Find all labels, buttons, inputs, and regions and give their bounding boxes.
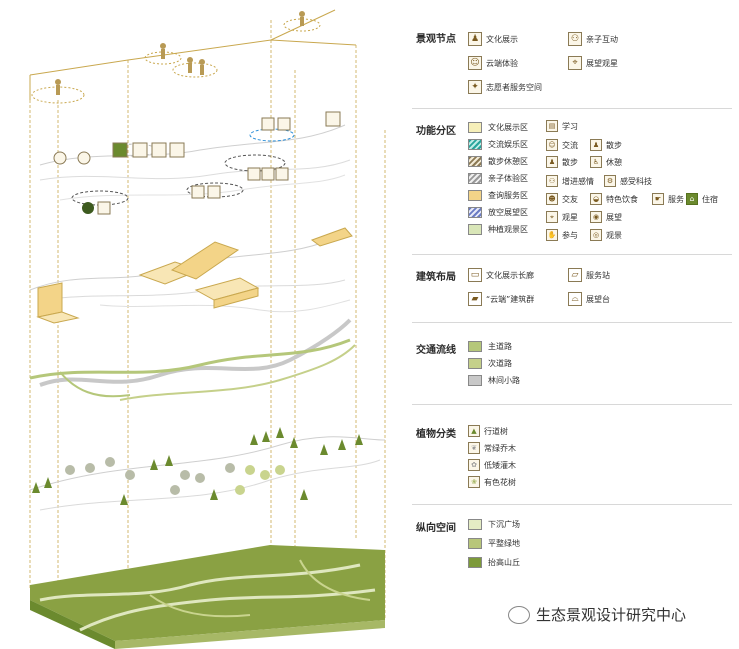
street-tree-icon: ▲	[468, 425, 480, 437]
book-icon: ▤	[546, 120, 558, 132]
traffic-swatch	[468, 358, 482, 369]
legend-activity-item: ⌂住宿	[686, 193, 718, 205]
zone-swatch	[468, 173, 482, 184]
legend-plants-title: 植物分类	[416, 429, 456, 440]
shrub-icon: ✿	[468, 459, 480, 471]
traffic-swatch	[468, 375, 482, 386]
legend-vertical-title: 纵向空间	[416, 523, 456, 534]
scenery-icon: ◎	[590, 229, 602, 241]
vertical-guide-lines	[29, 20, 386, 620]
wechat-icon	[508, 605, 530, 624]
layer-buildings	[29, 227, 353, 324]
evergreen-tree-icon: ❦	[468, 442, 480, 454]
layer-plants	[29, 427, 386, 511]
dining-icon: ◒	[590, 193, 602, 205]
legend-zone-item: 查询服务区	[468, 190, 528, 201]
legend-plant-item: ▲行道树	[468, 425, 508, 437]
legend-activity-item: ☺交流	[546, 139, 578, 151]
legend-activity-item: ☛服务	[652, 193, 684, 205]
observation-deck-icon: ⌓	[568, 292, 582, 306]
walker-icon: ♟	[590, 139, 602, 151]
legend-zone-item: 文化展示区	[468, 122, 528, 133]
zone-swatch	[468, 207, 482, 218]
vertical-swatch	[468, 519, 482, 530]
layer-circulation	[29, 318, 356, 401]
people-icon: ☺	[546, 139, 558, 151]
zone-swatch	[468, 224, 482, 235]
legend-activity-item: ✋参与	[546, 229, 578, 241]
participate-icon: ✋	[546, 229, 558, 241]
legend-zone-item: 亲子体验区	[468, 173, 528, 184]
bench-icon: ♿	[590, 156, 602, 168]
legend-building-item: ▭文化展示长廊	[468, 268, 534, 282]
legend-nodes-title: 景观节点	[416, 34, 456, 45]
legend-traffic-title: 交通流线	[416, 345, 456, 356]
corridor-icon: ▭	[468, 268, 482, 282]
legend-panel: 景观节点 ♟文化展示 ⚇亲子互动 ☺云端体验 ⌖展望观星 ✦志愿者服务空间 功能…	[408, 0, 739, 649]
legend-activity-item: ♟散步	[546, 156, 578, 168]
legend-activity-item: ♟散步	[590, 139, 622, 151]
legend-plant-item: ❦常绿乔木	[468, 442, 516, 454]
watermark: 生态景观设计研究中心	[508, 604, 686, 625]
legend-activity-item: ◎观景	[590, 229, 622, 241]
vertical-swatch	[468, 538, 482, 549]
zone-swatch	[468, 156, 482, 167]
walker-icon: ♟	[546, 156, 558, 168]
legend-buildings-title: 建筑布局	[416, 272, 456, 283]
legend-activity-item: ◒特色饮食	[590, 193, 638, 205]
traffic-swatch	[468, 341, 482, 352]
friends-icon: ☻	[546, 193, 558, 205]
telescope-icon: ⌖	[546, 211, 558, 223]
legend-zones-title: 功能分区	[416, 126, 456, 137]
legend-zone-item: 散步休憩区	[468, 156, 528, 167]
house-icon: ⌂	[686, 193, 698, 205]
flowering-tree-icon: ❀	[468, 476, 480, 488]
legend-building-item: ▰“云端”建筑群	[468, 292, 534, 306]
legend-activity-item: ⌖观星	[546, 211, 578, 223]
zone-swatch	[468, 122, 482, 133]
family-icon: ⚇	[546, 175, 558, 187]
telescope-icon: ⌖	[568, 56, 582, 70]
figure-icon: ♟	[468, 32, 482, 46]
legend-node-item: ⚇亲子互动	[568, 32, 618, 46]
legend-node-item: ⌖展望观星	[568, 56, 618, 70]
legend-activity-item: ♿休憩	[590, 156, 622, 168]
legend-traffic-item: 主道路	[468, 341, 512, 352]
legend-activity-item: ▤学习	[546, 120, 578, 132]
zone-swatch	[468, 139, 482, 150]
legend-plant-item: ✿低矮灌木	[468, 459, 516, 471]
service-icon: ☛	[652, 193, 664, 205]
layer-functional-zones	[39, 111, 351, 215]
legend-zone-item: 交流娱乐区	[468, 139, 528, 150]
cloud-building-icon: ▰	[468, 292, 482, 306]
layer-terrain	[30, 545, 385, 649]
legend-traffic-item: 林间小路	[468, 375, 520, 386]
legend-vertical-item: 平整绿地	[468, 538, 520, 549]
legend-activity-item: ☻交友	[546, 193, 578, 205]
legend-node-item: ☺云端体验	[468, 56, 518, 70]
family-icon: ☺	[468, 56, 482, 70]
parent-child-icon: ⚇	[568, 32, 582, 46]
legend-node-item: ♟文化展示	[468, 32, 518, 46]
layered-axonometric-diagram	[29, 9, 386, 649]
legend-zone-item: 种植观景区	[468, 224, 528, 235]
legend-zone-item: 放空展望区	[468, 207, 528, 218]
legend-node-item: ✦志愿者服务空间	[468, 80, 542, 94]
legend-vertical-item: 下沉广场	[468, 519, 520, 530]
vertical-swatch	[468, 557, 482, 568]
legend-building-item: ⌓展望台	[568, 292, 610, 306]
legend-plant-item: ❀有色花树	[468, 476, 516, 488]
legend-activity-item: ⚙感受科技	[604, 175, 652, 187]
legend-traffic-item: 次道路	[468, 358, 512, 369]
zone-swatch	[468, 190, 482, 201]
legend-building-item: ▱服务站	[568, 268, 610, 282]
legend-activity-item: ⚇增进感情	[546, 175, 594, 187]
view-icon: ◉	[590, 211, 602, 223]
legend-activity-item: ◉展望	[590, 211, 622, 223]
tech-icon: ⚙	[604, 175, 616, 187]
service-station-icon: ▱	[568, 268, 582, 282]
walker-icon: ✦	[468, 80, 482, 94]
legend-vertical-item: 抬高山丘	[468, 557, 520, 568]
layer-landscape-nodes	[29, 9, 357, 104]
